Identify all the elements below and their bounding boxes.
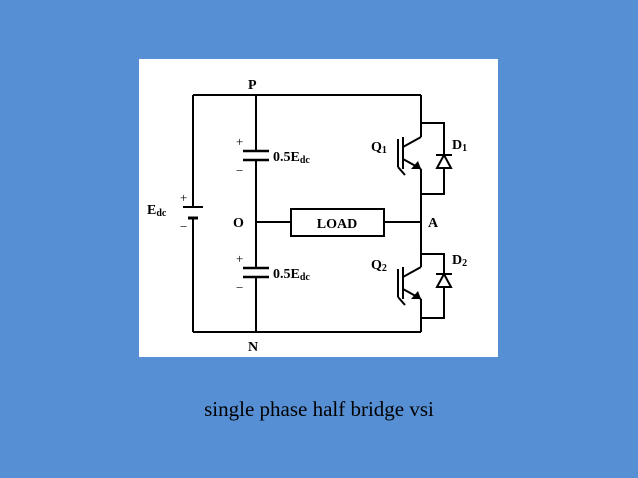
- q1-label-main: Q: [371, 140, 382, 155]
- cap1-label-sub: dc: [300, 155, 311, 166]
- o-node-label: O: [233, 216, 244, 231]
- p-node-label: P: [248, 78, 257, 93]
- q1-igbt-symbol: [397, 136, 422, 176]
- q1-emitter-arrow: [411, 161, 421, 169]
- cap2-label: 0.5Edc: [273, 267, 310, 283]
- load-box: [290, 208, 385, 237]
- dc-source-symbol: [183, 206, 203, 220]
- q2-label-sub: 2: [382, 263, 387, 274]
- d1-branch-wire: [421, 122, 445, 195]
- source-label-sub: dc: [156, 208, 167, 219]
- d2-label-main: D: [452, 253, 462, 268]
- cap2-label-main: 0.5E: [273, 267, 300, 282]
- d2-label-sub: 2: [462, 258, 467, 269]
- q2-label-main: Q: [371, 258, 382, 273]
- cap2-plus-sign: +: [236, 251, 243, 266]
- d1-label: D1: [452, 138, 467, 154]
- q2-emitter-arrow: [411, 291, 421, 299]
- d2-diode-symbol: [435, 271, 453, 288]
- load-label: LOAD: [317, 217, 357, 232]
- q1-label: Q1: [371, 140, 387, 156]
- capacitor-2-symbol: [243, 266, 269, 279]
- d1-label-main: D: [452, 138, 462, 153]
- d2-label: D2: [452, 253, 467, 269]
- a-node-label: A: [428, 216, 439, 231]
- half-bridge-circuit: P N O A Edc + − 0.5Edc + − 0.5Edc + − LO…: [147, 78, 467, 355]
- source-plus-sign: +: [180, 190, 187, 205]
- cap1-plus-sign: +: [236, 134, 243, 149]
- cap2-minus-sign: −: [236, 280, 243, 295]
- circuit-diagram-panel: P N O A Edc + − 0.5Edc + − 0.5Edc + − LO…: [139, 59, 498, 357]
- n-node-label: N: [248, 340, 258, 355]
- cap1-label: 0.5Edc: [273, 150, 310, 166]
- source-label: Edc: [147, 203, 167, 219]
- q2-label: Q2: [371, 258, 387, 274]
- d1-diode-symbol: [435, 152, 453, 169]
- source-label-main: E: [147, 203, 156, 218]
- cap1-minus-sign: −: [236, 163, 243, 178]
- cap1-label-main: 0.5E: [273, 150, 300, 165]
- capacitor-1-symbol: [243, 149, 269, 162]
- slide-caption: single phase half bridge vsi: [204, 397, 434, 421]
- q1-label-sub: 1: [382, 145, 387, 156]
- source-minus-sign: −: [180, 219, 187, 234]
- d1-label-sub: 1: [462, 143, 467, 154]
- cap2-label-sub: dc: [300, 272, 311, 283]
- q2-igbt-symbol: [397, 266, 422, 306]
